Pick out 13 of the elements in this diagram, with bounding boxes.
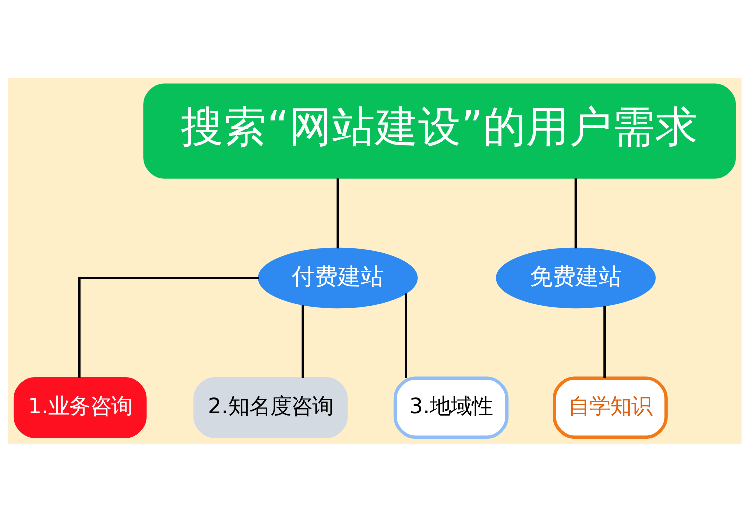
node-ellipse: 免费建站 — [496, 248, 656, 309]
connector — [302, 305, 304, 378]
connector — [78, 277, 260, 378]
connector — [604, 306, 606, 378]
connector — [405, 294, 408, 378]
node-box: 搜索“网站建设”的用户需求 — [144, 84, 736, 179]
node-box: 自学知识 — [553, 376, 668, 440]
node-ellipse: 付费建站 — [258, 248, 418, 309]
node-box: 1.业务咨询 — [14, 378, 147, 438]
connector — [574, 178, 578, 249]
node-box: 2.知名度咨询 — [194, 378, 348, 438]
connector — [336, 178, 340, 249]
node-box: 3.地域性 — [394, 376, 509, 440]
